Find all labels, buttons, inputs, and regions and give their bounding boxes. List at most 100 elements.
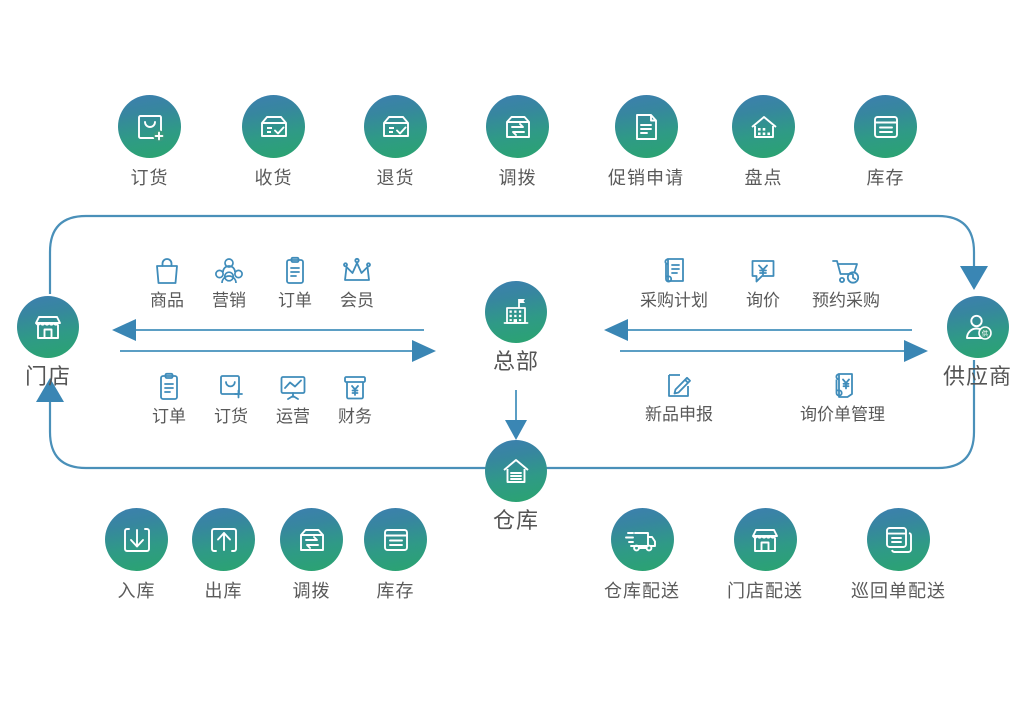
flow-item-label: 订单	[278, 291, 312, 310]
store-inbound-arrowhead	[112, 319, 136, 341]
function-label: 盘点	[744, 168, 783, 188]
marketing-group-icon	[213, 252, 245, 286]
function-label: 调拨	[292, 581, 331, 601]
hub-总部[interactable]: 总部	[485, 281, 547, 373]
function-label: 库存	[866, 168, 905, 188]
supplier-inbound-arrowhead	[604, 319, 628, 341]
flow-item-预约采购[interactable]: 预约采购	[812, 252, 880, 309]
hub-门店[interactable]: 门店	[17, 296, 79, 388]
flow-item-label: 询价单管理	[800, 405, 885, 424]
function-label: 调拨	[498, 168, 537, 188]
flow-item-label: 会员	[340, 291, 374, 310]
flow-item-订单-lower[interactable]: 订单	[152, 368, 186, 425]
function-仓库配送[interactable]: 仓库配送	[604, 508, 680, 600]
delivery-truck-icon	[610, 508, 674, 571]
hub-label: 门店	[24, 364, 71, 389]
hub-label: 总部	[492, 349, 539, 374]
function-调拨-bottom[interactable]: 调拨	[280, 508, 343, 600]
scheduled-purchase-icon	[830, 252, 862, 286]
flow-item-label: 订单	[152, 407, 186, 426]
svg-text:供: 供	[981, 329, 988, 338]
box-list-icon	[854, 95, 917, 158]
hub-label: 仓库	[492, 508, 539, 533]
hub-仓库[interactable]: 仓库	[485, 440, 547, 532]
function-label: 仓库配送	[604, 581, 680, 601]
supplier-person-icon: 供	[946, 296, 1009, 358]
purchase-plan-doc-icon	[658, 252, 690, 286]
box-check-return-icon	[364, 95, 427, 158]
storefront-icon	[17, 296, 79, 358]
storefront-icon	[733, 508, 797, 571]
flow-item-新品申报[interactable]: 新品申报	[645, 366, 713, 423]
flow-item-营销[interactable]: 营销	[212, 252, 246, 309]
function-label: 巡回单配送	[851, 581, 946, 601]
hub-供应商[interactable]: 供 供应商	[943, 296, 1012, 388]
shopping-bag-icon	[153, 252, 181, 286]
function-label: 库存	[376, 581, 415, 601]
inquiry-sheet-yen-icon	[828, 366, 858, 400]
function-库存-top[interactable]: 库存	[854, 95, 917, 187]
box-transfer-icon	[280, 508, 343, 571]
flow-item-label: 营销	[212, 291, 246, 310]
box-check-icon	[242, 95, 305, 158]
function-label: 入库	[117, 581, 156, 601]
warehouse-icon	[485, 440, 547, 502]
box-transfer-icon	[486, 95, 549, 158]
function-盘点[interactable]: 盘点	[732, 95, 795, 187]
function-促销申请[interactable]: 促销申请	[608, 95, 684, 187]
flow-item-订货[interactable]: 订货	[214, 368, 248, 425]
arrow-down-into-box-icon	[105, 508, 168, 571]
function-库存-bottom[interactable]: 库存	[364, 508, 427, 600]
crown-member-icon	[341, 252, 373, 286]
function-退货[interactable]: 退货	[364, 95, 427, 187]
function-label: 促销申请	[608, 168, 684, 188]
loop-to-supplier-arrowhead	[960, 266, 988, 290]
clipboard-order-icon	[282, 252, 308, 286]
store-outbound-arrowhead	[412, 340, 436, 362]
flow-item-采购计划[interactable]: 采购计划	[640, 252, 708, 309]
hub-label: 供应商	[943, 364, 1013, 389]
flow-item-财务[interactable]: 财务	[338, 368, 372, 425]
box-list-icon	[364, 508, 427, 571]
clipboard-order-icon	[156, 368, 182, 402]
stacked-documents-icon	[867, 508, 930, 571]
function-label: 退货	[376, 168, 415, 188]
flow-item-label: 商品	[150, 291, 184, 310]
function-收货[interactable]: 收货	[242, 95, 305, 187]
flow-item-label: 财务	[338, 407, 372, 426]
flow-item-label: 新品申报	[645, 405, 713, 424]
function-label: 收货	[254, 168, 293, 188]
office-building-icon	[485, 281, 547, 343]
money-box-yen-icon	[341, 368, 369, 402]
flow-item-会员[interactable]: 会员	[340, 252, 374, 309]
hq-to-warehouse-arrowhead	[505, 420, 527, 440]
flow-item-label: 询价	[746, 291, 780, 310]
new-product-pencil-icon	[664, 366, 694, 400]
price-inquiry-yen-icon	[748, 252, 778, 286]
shopping-bag-plus-icon	[118, 95, 181, 158]
function-调拨-top[interactable]: 调拨	[486, 95, 549, 187]
shopping-bag-plus-outline-icon	[217, 368, 245, 402]
function-巡回单配送[interactable]: 巡回单配送	[851, 508, 946, 600]
document-lines-icon	[614, 95, 678, 158]
function-label: 门店配送	[727, 581, 803, 601]
arrow-up-out-box-icon	[192, 508, 255, 571]
supplier-outbound-arrowhead	[904, 340, 928, 362]
flow-item-运营[interactable]: 运营	[276, 368, 310, 425]
flow-item-询价[interactable]: 询价	[746, 252, 780, 309]
flow-item-询价单管理[interactable]: 询价单管理	[800, 366, 885, 423]
function-订货[interactable]: 订货	[118, 95, 181, 187]
function-label: 订货	[130, 168, 169, 188]
flow-item-label: 运营	[276, 407, 310, 426]
function-门店配送[interactable]: 门店配送	[727, 508, 803, 600]
flow-item-label: 预约采购	[812, 291, 880, 310]
flow-item-label: 订货	[214, 407, 248, 426]
function-label: 出库	[204, 581, 243, 601]
function-入库[interactable]: 入库	[105, 508, 168, 600]
function-出库[interactable]: 出库	[192, 508, 255, 600]
flow-item-订单-upper[interactable]: 订单	[278, 252, 312, 309]
presentation-chart-icon	[278, 368, 308, 402]
flow-item-label: 采购计划	[640, 291, 708, 310]
flow-item-商品[interactable]: 商品	[150, 252, 184, 309]
